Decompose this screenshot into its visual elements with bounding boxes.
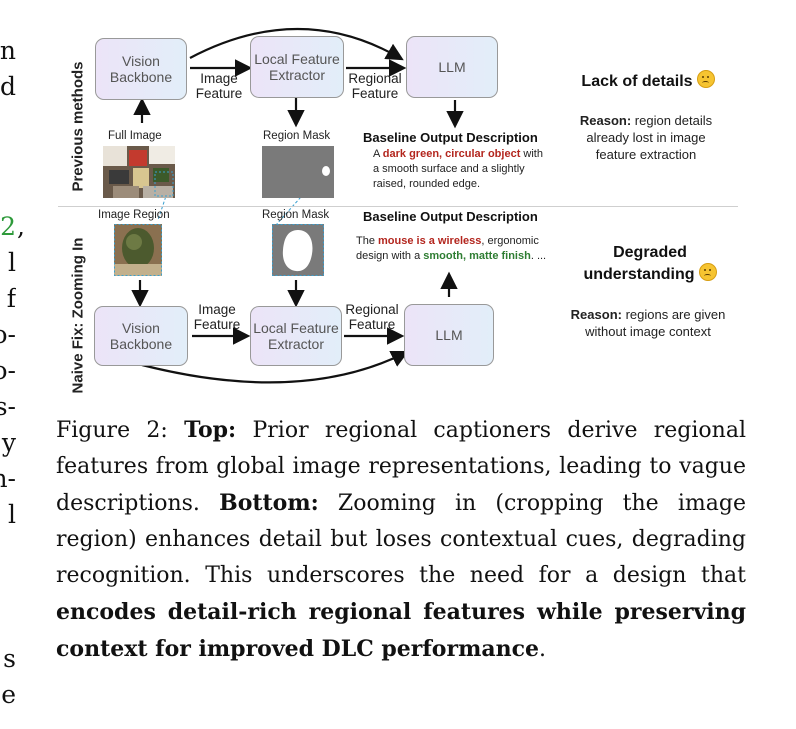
bottom-regional-feature-label: Regional Feature <box>345 302 399 332</box>
top-local-feature-extractor-box: Local Feature Extractor <box>250 36 344 98</box>
figure-arrows <box>131 27 464 384</box>
figure-caption: Figure 2: Top: Prior regional captioners… <box>56 417 746 662</box>
top-row-label: Previous methods <box>69 61 87 192</box>
bottom-vision-backbone-box: Vision Backbone <box>94 306 188 366</box>
left-fragment: n- <box>0 464 16 493</box>
top-regional-feature-label: Regional Feature <box>348 71 402 101</box>
top-image-feature-label: Image Feature <box>195 71 243 101</box>
bottom-reason: Reason: regions are given without image … <box>570 307 726 339</box>
full-image-thumbnail <box>103 146 175 198</box>
top-reason: Reason: region details already lost in i… <box>579 113 713 162</box>
bottom-region-mask-label: Region Mask <box>262 209 330 221</box>
left-fragment: s- <box>0 392 16 421</box>
sad-face-icon <box>698 263 717 281</box>
left-fragment: o- <box>0 320 16 349</box>
top-skip-arrow <box>189 27 404 61</box>
row-divider <box>58 206 738 207</box>
bottom-region-mask-thumbnail <box>272 224 324 276</box>
top-output-description: A dark green, circular object with a smo… <box>373 148 543 190</box>
left-fragment: n <box>0 36 16 65</box>
sad-face-icon <box>696 70 715 88</box>
full-image-label: Full Image <box>108 130 162 142</box>
left-fragment: o- <box>0 356 16 385</box>
top-output-heading: Baseline Output Description <box>363 130 538 145</box>
top-region-mask-label: Region Mask <box>263 130 331 142</box>
bottom-image-feature-label: Image Feature <box>193 302 241 332</box>
left-fragment-comma: , <box>17 212 25 241</box>
left-fragment: e <box>1 680 16 709</box>
figure: Previous methods Naive Fix: Zooming In V… <box>50 20 750 395</box>
image-region-label: Image Region <box>98 209 170 221</box>
left-fragment: f <box>6 284 16 313</box>
left-fragment: 2 <box>0 212 16 241</box>
left-fragment: y <box>1 428 16 457</box>
top-vision-backbone-box: Vision Backbone <box>95 38 187 100</box>
bottom-output-description: The mouse is a wireless, ergonomic desig… <box>356 235 547 262</box>
bottom-row-label: Naive Fix: Zooming In <box>69 237 87 394</box>
left-fragment: d <box>0 72 16 101</box>
left-fragment: l <box>8 248 16 277</box>
bottom-skip-arrow <box>141 350 409 384</box>
left-fragment: s <box>3 644 16 673</box>
bottom-result-title: Degraded understanding <box>570 242 730 285</box>
bottom-output-heading: Baseline Output Description <box>363 209 538 224</box>
image-region-thumbnail <box>114 224 162 276</box>
top-result-title: Lack of details <box>568 70 728 92</box>
left-fragment: l <box>8 500 16 529</box>
bottom-llm-box: LLM <box>404 304 494 366</box>
left-column-fragments: n d 2 l f o- o- s- y n- l s e <box>0 0 16 729</box>
bottom-local-feature-extractor-box: Local Feature Extractor <box>250 306 342 366</box>
top-region-mask-thumbnail <box>262 146 334 198</box>
top-llm-box: LLM <box>406 36 498 98</box>
